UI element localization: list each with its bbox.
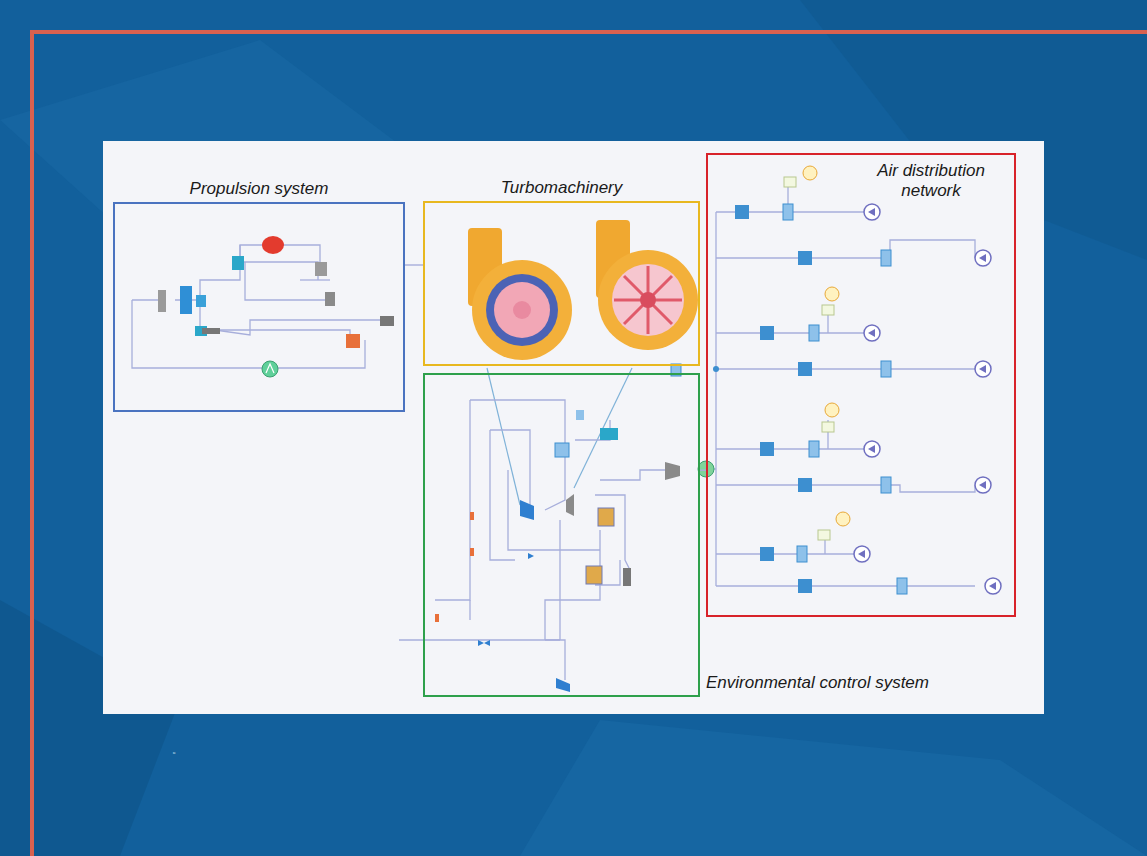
- stray-mark: 。: [172, 743, 182, 757]
- ecs-region: Environmental control system: [423, 373, 700, 697]
- air-distribution-region: Air distribution network: [706, 153, 1016, 617]
- region-heading: Turbomachinery: [425, 178, 698, 198]
- propulsion-region: Propulsion system: [113, 202, 405, 412]
- turbomachinery-region: Turbomachinery: [423, 201, 700, 366]
- flow-connector: [405, 264, 423, 265]
- region-heading: Environmental control system: [706, 673, 929, 693]
- region-heading: Air distribution network: [856, 161, 1006, 201]
- region-heading: Propulsion system: [115, 179, 403, 199]
